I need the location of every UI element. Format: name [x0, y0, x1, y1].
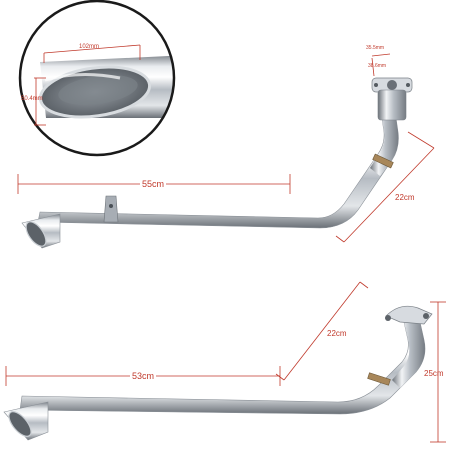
flange-top-label: 35.5mm [366, 45, 385, 51]
lower-rise-label: 22cm [327, 329, 347, 338]
lower-length-label: 53cm [130, 371, 157, 381]
upper-exhaust-pipe [21, 77, 413, 249]
lower-exhaust-pipe [3, 305, 433, 441]
upper-rise-label: 22cm [395, 193, 415, 202]
upper-length-label: 55cm [140, 179, 167, 189]
upper-dimension-lines [17, 53, 435, 243]
upper-flange [371, 77, 413, 121]
lower-dimension-lines [5, 281, 446, 443]
lower-height-label: 25cm [424, 369, 444, 378]
tip-length-label: 102mm [79, 44, 100, 50]
tip-diameter-label: 50.4mm [21, 96, 43, 102]
flange-side-label: 38.6mm [368, 63, 387, 69]
tip-closeup-inset [18, 0, 176, 157]
lower-flange [385, 305, 433, 325]
